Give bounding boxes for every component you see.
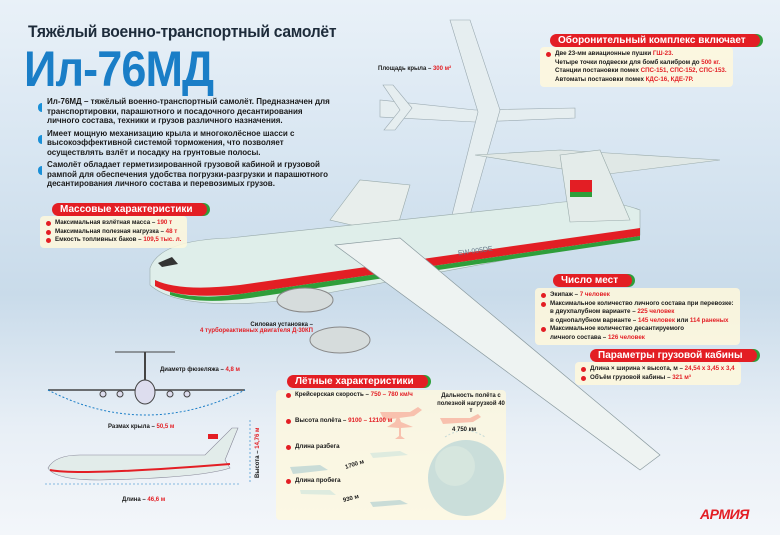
- range-value: 4 750 км: [452, 427, 477, 433]
- item-label: Станции постановки помех: [555, 67, 641, 74]
- cargo-volume-item: Объём грузовой кабины – 321 м³: [581, 374, 735, 383]
- item-value: 48 т: [165, 227, 178, 235]
- item-label: Автоматы постановки помех: [555, 75, 646, 83]
- item-value: 500 кг.: [701, 58, 721, 66]
- item-value: 190 т: [157, 219, 173, 226]
- defense-item: Станции постановки помех СПС-151, СПС-15…: [546, 67, 727, 76]
- item-value: ГШ-23.: [652, 50, 674, 57]
- front-view-diagram: [47, 351, 246, 416]
- mass-item: Максимальная полезная нагрузка – 48 т: [46, 228, 181, 237]
- main-plane: [149, 149, 721, 471]
- max-item: Максимальное количество личного состава …: [541, 300, 734, 309]
- item-value: СПС-151, СПС-152, СПС-153.: [640, 67, 727, 74]
- side-view-diagram: [45, 420, 251, 485]
- item-value: 109,5 тыс. л.: [143, 236, 182, 243]
- single-deck-item: в однопалубном варианте – 145 человек ил…: [550, 316, 729, 324]
- cargo-dims-item: Длина × ширина × высота, м – 24,54 х 3,4…: [581, 365, 735, 374]
- cargo-title: Параметры грузовой кабины: [590, 349, 757, 362]
- intro-text: Ил-76МД – тяжёлый военно-транспортный са…: [38, 97, 333, 192]
- item-label: Емкость топливных баков –: [55, 236, 144, 243]
- page-title: Ил-76МД: [24, 41, 214, 97]
- landing-item: Длина пробега: [286, 477, 413, 485]
- defense-list: Две 23-мм авиационные пушки ГШ-23. Четыр…: [540, 47, 733, 87]
- flight-title: Лётные характеристики: [287, 375, 428, 388]
- speed-item: Крейсерская скорость – 750 – 780 км/ч: [286, 391, 413, 399]
- defense-item: Четыре точки подвески для бомб калибром …: [546, 59, 727, 68]
- page-subtitle: Тяжёлый военно-транспортный самолёт: [28, 22, 337, 41]
- mass-item: Емкость топливных баков – 109,5 тыс. л.: [46, 236, 181, 245]
- top-view-plane: [379, 19, 576, 216]
- paratroop-item-value: личного состава – 126 человек: [550, 333, 645, 341]
- range-label: Дальность полёта с полезной нагрузкой 40…: [437, 393, 505, 414]
- flight-panel: [276, 390, 506, 520]
- defense-item: Две 23-мм авиационные пушки ГШ-23.: [546, 50, 727, 59]
- length-label: Длина – 46,6 м: [122, 497, 166, 503]
- item-label: Максимальная полезная нагрузка –: [55, 227, 166, 235]
- seats-list: Экипаж – 7 человек Максимальное количест…: [535, 288, 740, 345]
- mass-title: Массовые характеристики: [52, 203, 207, 216]
- item-label: Максимальная взлётная масса –: [55, 219, 158, 226]
- item-label: Две 23-мм авиационные пушки: [555, 50, 653, 57]
- paratroop-item: Максимальное количество десантируемого: [541, 325, 734, 334]
- armiya-logo: АРМИЯ: [700, 506, 749, 522]
- intro-paragraph: Имеет мощную механизацию крыла и многоко…: [38, 129, 333, 158]
- intro-paragraph: Самолёт обладает герметизированной грузо…: [38, 160, 333, 189]
- engines-label: Силовая установка –4 турбореактивных дви…: [200, 322, 313, 334]
- seats-title: Число мест: [553, 274, 633, 287]
- crew-item: Экипаж – 7 человек: [541, 291, 734, 300]
- item-value: КДС-16, КДЕ-7Р.: [645, 75, 694, 83]
- double-deck-item: в двухпалубном варианте – 225 человек: [550, 308, 675, 315]
- flight-list: Крейсерская скорость – 750 – 780 км/ч Вы…: [280, 388, 419, 488]
- item-label: Четыре точки подвески для бомб калибром …: [555, 58, 702, 66]
- intro-paragraph: Ил-76МД – тяжёлый военно-транспортный са…: [38, 97, 333, 126]
- cargo-list: Длина × ширина × высота, м – 24,54 х 3,4…: [575, 362, 741, 385]
- defense-title: Оборонительный комплекс включает: [550, 34, 760, 47]
- takeoff-item: Длина разбега: [286, 443, 413, 451]
- wing-area-label: Площадь крыла – 300 м²: [378, 66, 452, 72]
- mass-list: Максимальная взлётная масса – 190 т Макс…: [40, 216, 188, 248]
- wingspan-label: Размах крыла – 50,5 м: [108, 424, 175, 430]
- mass-item: Максимальная взлётная масса – 190 т: [46, 219, 181, 228]
- fuselage-diameter-label: Диаметр фюзеляжа – 4,8 м: [160, 367, 240, 373]
- altitude-item: Высота полёта – 9100 – 12100 м: [286, 417, 413, 425]
- height-label: Высота – 14,76 м: [255, 427, 261, 478]
- defense-item: Автоматы постановки помех КДС-16, КДЕ-7Р…: [546, 76, 727, 85]
